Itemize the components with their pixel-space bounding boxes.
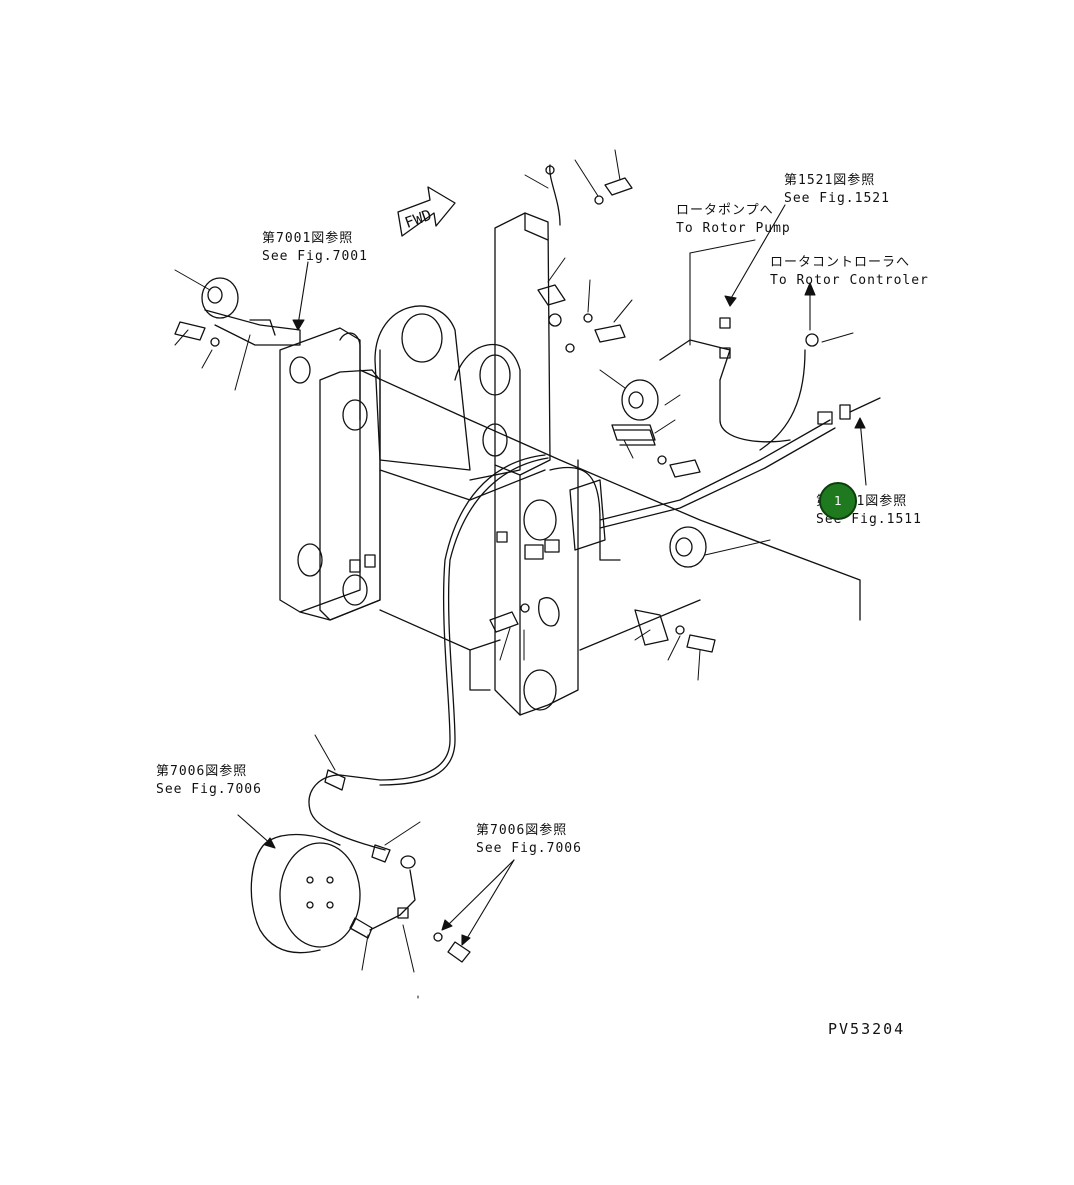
bolt-icons: [174, 177, 716, 963]
callout-fig1521: 第1521図参照 See Fig.1521: [784, 172, 890, 208]
callout-rotor-controller-en: To Rotor Controler: [770, 273, 929, 288]
leader-lines: [174, 149, 854, 999]
callout-fig7006-right: 第7006図参照 See Fig.7006: [476, 822, 582, 858]
callout-fig1521-en: See Fig.1521: [784, 191, 890, 206]
rotor-wheel: [250, 769, 416, 954]
callout-fig7001-en: See Fig.7001: [262, 249, 368, 264]
hotspot-marker-1[interactable]: 1: [819, 482, 857, 520]
bracket-parts: [496, 164, 669, 646]
callout-fig7006-right-jp: 第7006図参照: [476, 823, 568, 838]
callout-fig7006-right-en: See Fig.7006: [476, 841, 582, 856]
callout-fig7001-jp: 第7001図参照: [262, 231, 354, 246]
wiring-harness: [549, 317, 881, 561]
reference-arrows: [237, 204, 867, 946]
callout-fig7001: 第7001図参照 See Fig.7001: [262, 230, 368, 266]
callout-fig7006-left: 第7006図参照 See Fig.7006: [156, 763, 262, 799]
lifting-lugs: [374, 305, 521, 481]
hotspot-marker-label: 1: [834, 494, 842, 508]
fwd-text: FWD: [402, 206, 434, 232]
callout-fig7006-left-en: See Fig.7006: [156, 782, 262, 797]
callout-fig7006-left-jp: 第7006図参照: [156, 764, 248, 779]
callout-rotor-pump-en: To Rotor Pump: [676, 221, 791, 236]
callout-rotor-pump: ロータポンプへ To Rotor Pump: [676, 202, 791, 238]
center-frame: [494, 212, 579, 716]
gauge-icon-center: [614, 379, 659, 446]
sensor-cable: [308, 454, 549, 851]
callout-rotor-controller-jp: ロータコントローラへ: [770, 255, 911, 270]
figure-number: PV53204: [828, 1020, 906, 1038]
cross-beam: [359, 369, 861, 691]
callout-rotor-pump-jp: ロータポンプへ: [676, 203, 774, 218]
forward-arrow-icon: FWD: [397, 186, 456, 237]
callout-rotor-controller: ロータコントローラへ To Rotor Controler: [770, 254, 929, 290]
left-frame: [279, 327, 381, 621]
callout-fig1521-jp: 第1521図参照: [784, 173, 876, 188]
gauge-icon-left: [201, 277, 301, 346]
gauge-icon-right: [669, 526, 707, 568]
